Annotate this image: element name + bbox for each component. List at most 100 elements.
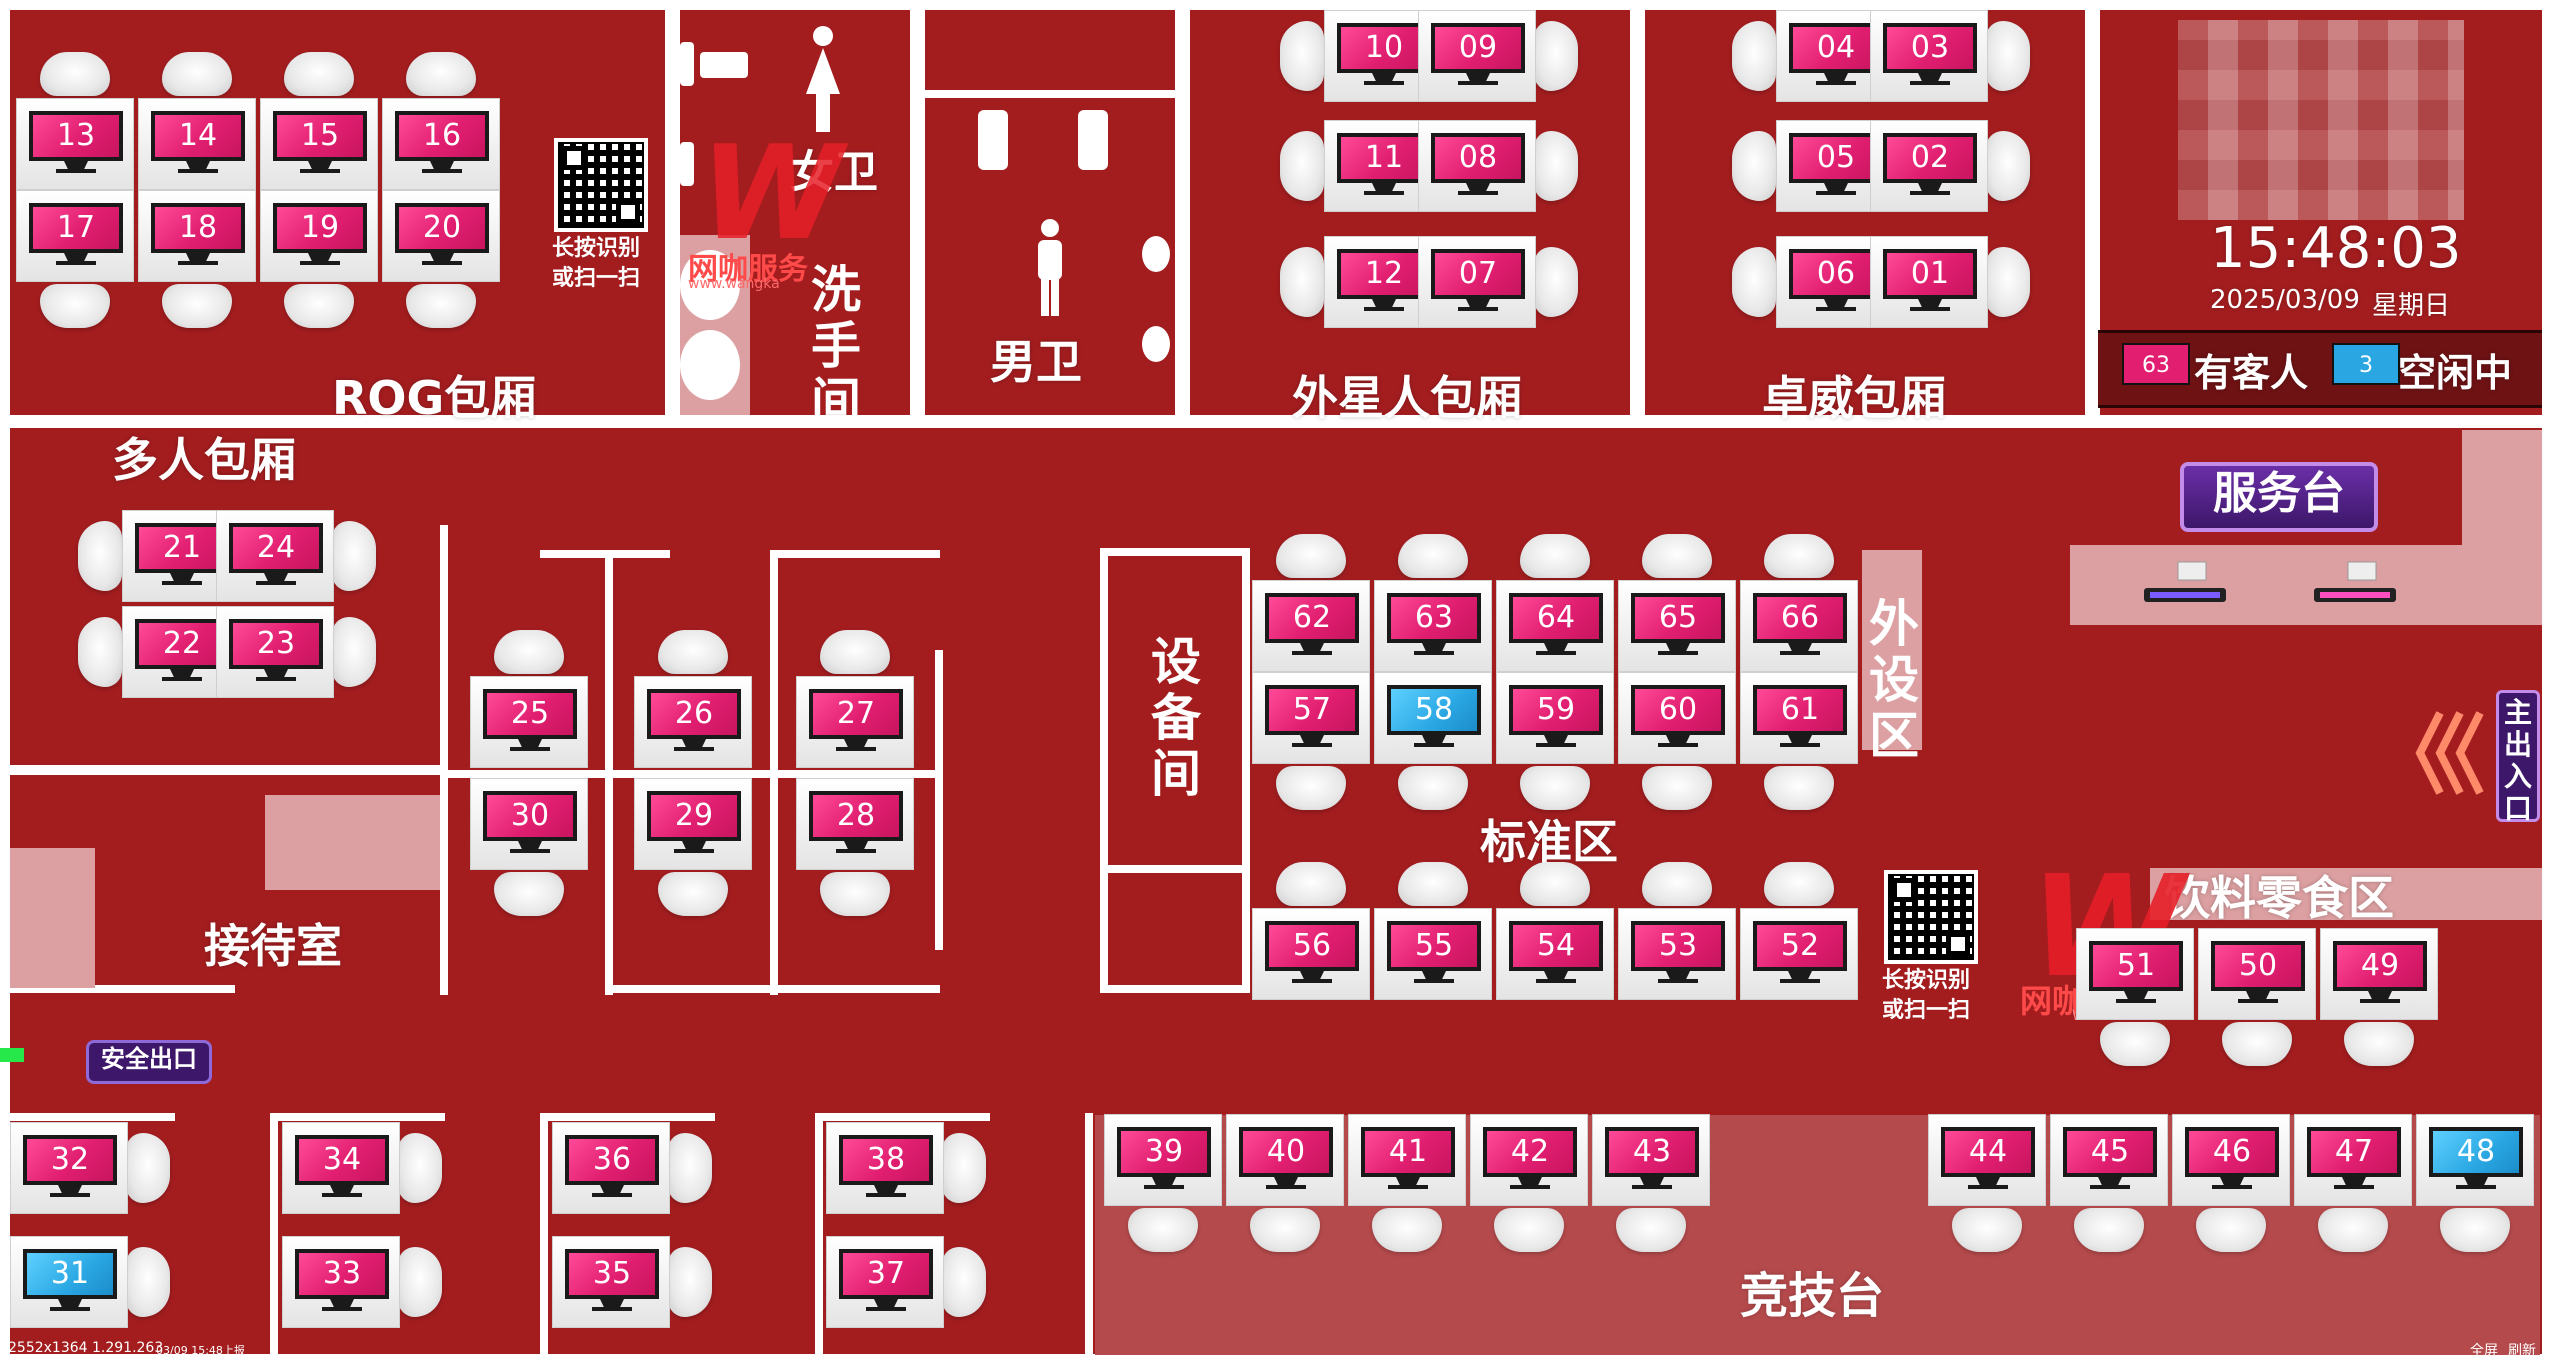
chair	[668, 1247, 712, 1317]
status-coords: 2552x1364 1.291.263	[8, 1340, 164, 1356]
wall	[540, 1113, 715, 1121]
seat-16[interactable]: 16	[382, 98, 500, 190]
seat-36[interactable]: 36	[552, 1122, 670, 1214]
room-label-male-wc: 男卫	[990, 335, 1082, 389]
seat-18[interactable]: 18	[138, 190, 256, 282]
refresh-button[interactable]: 刷新	[2508, 1343, 2536, 1359]
seat-number: 28	[809, 791, 903, 841]
chair	[78, 521, 122, 591]
seat-14[interactable]: 14	[138, 98, 256, 190]
monitor-stand-icon	[50, 1299, 90, 1313]
monitor-stand-icon	[1292, 971, 1332, 985]
seat-40[interactable]: 40	[1226, 1114, 1344, 1206]
seat-62[interactable]: 62	[1252, 580, 1370, 672]
seat-29[interactable]: 29	[634, 778, 752, 870]
seat-38[interactable]: 38	[826, 1122, 944, 1214]
seat-number: 56	[1265, 921, 1359, 971]
seat-13[interactable]: 13	[16, 98, 134, 190]
chair	[1642, 534, 1712, 578]
seat-20[interactable]: 20	[382, 190, 500, 282]
wall	[935, 650, 943, 950]
seat-03[interactable]: 03	[1870, 10, 1988, 102]
seat-30[interactable]: 30	[470, 778, 588, 870]
seat-45[interactable]: 45	[2050, 1114, 2168, 1206]
chair	[126, 1247, 170, 1317]
seat-09[interactable]: 09	[1418, 10, 1536, 102]
fullscreen-button[interactable]: 全屏	[2470, 1343, 2498, 1359]
seat-19[interactable]: 19	[260, 190, 378, 282]
chair	[820, 872, 890, 916]
seat-60[interactable]: 60	[1618, 672, 1736, 764]
seat-31[interactable]: 31	[10, 1236, 128, 1328]
seat-61[interactable]: 61	[1740, 672, 1858, 764]
chair	[2222, 1022, 2292, 1066]
main-entrance-sign: 主出入口	[2496, 690, 2540, 825]
seat-number: 57	[1265, 685, 1359, 735]
chair	[284, 284, 354, 328]
seat-53[interactable]: 53	[1618, 908, 1736, 1000]
seat-17[interactable]: 17	[16, 190, 134, 282]
watermark-brand: 网咖服务	[688, 252, 808, 287]
seat-02[interactable]: 02	[1870, 120, 1988, 212]
seat-65[interactable]: 65	[1618, 580, 1736, 672]
room-label-standard: 标准区	[1480, 815, 1618, 869]
qr-code[interactable]	[554, 138, 648, 232]
seat-number: 06	[1789, 249, 1883, 299]
seat-44[interactable]: 44	[1928, 1114, 2046, 1206]
chair	[1520, 862, 1590, 906]
seat-37[interactable]: 37	[826, 1236, 944, 1328]
seat-52[interactable]: 52	[1740, 908, 1858, 1000]
seat-39[interactable]: 39	[1104, 1114, 1222, 1206]
seat-07[interactable]: 07	[1418, 236, 1536, 328]
seat-25[interactable]: 25	[470, 676, 588, 768]
seat-59[interactable]: 59	[1496, 672, 1614, 764]
seat-34[interactable]: 34	[282, 1122, 400, 1214]
seat-41[interactable]: 41	[1348, 1114, 1466, 1206]
chair	[1276, 766, 1346, 810]
chair	[1616, 1208, 1686, 1252]
seat-49[interactable]: 49	[2320, 928, 2438, 1020]
qr-code[interactable]	[1884, 870, 1978, 964]
seat-43[interactable]: 43	[1592, 1114, 1710, 1206]
seat-51[interactable]: 51	[2076, 928, 2194, 1020]
seat-27[interactable]: 27	[796, 676, 914, 768]
seat-55[interactable]: 55	[1374, 908, 1492, 1000]
sink-icon	[680, 250, 740, 320]
seat-08[interactable]: 08	[1418, 120, 1536, 212]
chair	[78, 617, 122, 687]
seat-64[interactable]: 64	[1496, 580, 1614, 672]
monitor-stand-icon	[2360, 991, 2400, 1005]
seat-number: 36	[565, 1135, 659, 1185]
seat-57[interactable]: 57	[1252, 672, 1370, 764]
seat-number: 47	[2307, 1127, 2401, 1177]
monitor-stand-icon	[422, 161, 462, 175]
seat-54[interactable]: 54	[1496, 908, 1614, 1000]
seat-56[interactable]: 56	[1252, 908, 1370, 1000]
wall	[440, 770, 940, 778]
seat-15[interactable]: 15	[260, 98, 378, 190]
seat-26[interactable]: 26	[634, 676, 752, 768]
seat-number: 13	[29, 111, 123, 161]
seat-24[interactable]: 24	[216, 510, 334, 602]
seat-66[interactable]: 66	[1740, 580, 1858, 672]
seat-46[interactable]: 46	[2172, 1114, 2290, 1206]
seat-32[interactable]: 32	[10, 1122, 128, 1214]
seat-23[interactable]: 23	[216, 606, 334, 698]
seat-50[interactable]: 50	[2198, 928, 2316, 1020]
wall	[665, 0, 680, 428]
chair	[162, 284, 232, 328]
seat-47[interactable]: 47	[2294, 1114, 2412, 1206]
reception-block	[10, 848, 95, 988]
seat-48[interactable]: 48	[2416, 1114, 2534, 1206]
monitor-stand-icon	[300, 253, 340, 267]
seat-35[interactable]: 35	[552, 1236, 670, 1328]
seat-number: 62	[1265, 593, 1359, 643]
seat-28[interactable]: 28	[796, 778, 914, 870]
chair	[1276, 862, 1346, 906]
seat-58[interactable]: 58	[1374, 672, 1492, 764]
seat-01[interactable]: 01	[1870, 236, 1988, 328]
seat-33[interactable]: 33	[282, 1236, 400, 1328]
seat-63[interactable]: 63	[1374, 580, 1492, 672]
seat-42[interactable]: 42	[1470, 1114, 1588, 1206]
